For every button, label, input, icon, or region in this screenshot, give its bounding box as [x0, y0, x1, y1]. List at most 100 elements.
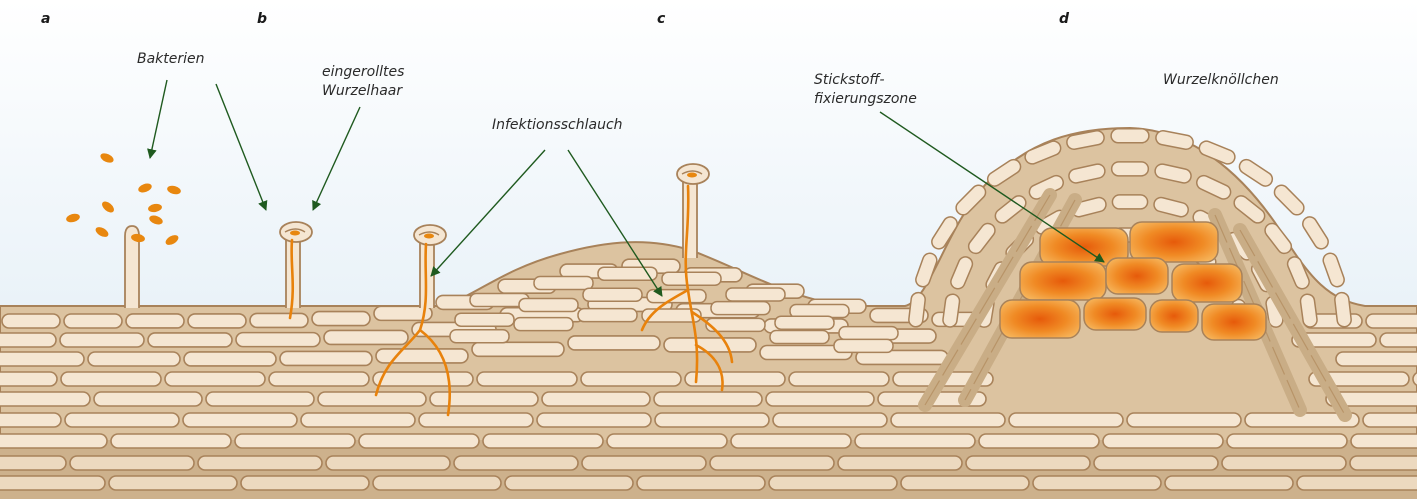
cortex-cell: [111, 434, 231, 448]
cortex-cell: [1165, 476, 1293, 490]
fixation-cell: [1020, 262, 1106, 300]
cortex-cell: [1033, 476, 1161, 490]
cortex-cell: [537, 413, 651, 427]
cortex-cell: [514, 318, 573, 331]
panel-label-c: c: [657, 11, 665, 27]
cortex-cell: [206, 392, 314, 406]
cortex-cell: [568, 336, 660, 350]
cortex-cell: [1103, 434, 1223, 448]
cortex-cell: [359, 434, 479, 448]
cortex-cell: [61, 372, 161, 386]
cortex-cell: [839, 327, 898, 340]
cortex-cell: [70, 456, 194, 470]
cortex-cell: [1227, 434, 1347, 448]
cortex-cell: [324, 330, 408, 344]
cortex-cell: [1009, 413, 1123, 427]
cortex-cell: [966, 456, 1090, 470]
cortex-cell: [94, 392, 202, 406]
label-stickstoff-2: fixierungszone: [814, 90, 917, 109]
cortex-cell: [472, 342, 564, 356]
cortex-cell: [662, 272, 721, 285]
cortex-cell: [318, 392, 426, 406]
cortex-cell: [1127, 413, 1241, 427]
cortex-cell: [834, 339, 893, 352]
cortex-cell: [1351, 434, 1417, 448]
cortex-cell: [1297, 476, 1417, 490]
cortex-cell: [1094, 456, 1218, 470]
cortex-cell: [901, 476, 1029, 490]
cortex-cell: [789, 372, 889, 386]
fixation-cell: [1150, 300, 1198, 332]
cortex-cell: [0, 413, 61, 427]
cortex-cell: [581, 372, 681, 386]
cortex-cell: [1350, 456, 1417, 470]
cortex-cell: [419, 413, 533, 427]
cortex-cell: [711, 302, 770, 315]
cortex-cell: [979, 434, 1099, 448]
cortex-cell: [505, 476, 633, 490]
cortex-cell: [165, 372, 265, 386]
cortex-cell: [65, 413, 179, 427]
fixation-cell: [1084, 298, 1146, 330]
cortex-cell: [769, 476, 897, 490]
cortex-cell: [542, 392, 650, 406]
fixation-cell: [1106, 258, 1168, 294]
cortex-cell: [519, 298, 578, 311]
cortex-cell: [454, 456, 578, 470]
cortex-cell: [269, 372, 369, 386]
cortex-cell: [236, 333, 320, 347]
cortex-cell: [775, 316, 834, 329]
cortex-cell: [280, 351, 372, 365]
cortex-cell: [64, 314, 122, 328]
cortex-cell: [0, 434, 107, 448]
cortex-cell: [1366, 314, 1417, 328]
label-eingerolltes-2: Wurzelhaar: [322, 82, 402, 101]
cortex-cell: [0, 333, 56, 347]
cortex-cell: [607, 434, 727, 448]
cortex-cell: [88, 352, 180, 366]
cortex-cell: [235, 434, 355, 448]
cortex-cell: [1380, 333, 1417, 347]
cortex-cell: [582, 456, 706, 470]
cortex-cell: [1222, 456, 1346, 470]
fixation-cell: [1172, 264, 1242, 302]
label-bakterien: Bakterien: [137, 50, 205, 69]
cortex-cell: [534, 276, 593, 289]
cortex-cell: [0, 392, 90, 406]
cortex-cell: [109, 476, 237, 490]
cortex-cell: [430, 392, 538, 406]
cortex-cell: [0, 456, 66, 470]
panel-label-a: a: [41, 11, 50, 27]
panel-label-b: b: [257, 11, 267, 27]
nodule-cell: [1112, 162, 1149, 176]
cortex-cell: [637, 476, 765, 490]
cortex-cell: [770, 330, 829, 343]
cortex-cell: [838, 456, 962, 470]
cortex-cell: [477, 372, 577, 386]
cortex-cell: [450, 330, 509, 343]
nodule-cell: [1111, 129, 1149, 143]
cortex-cell: [312, 312, 370, 326]
cortex-cell: [60, 333, 144, 347]
cortex-cell: [773, 413, 887, 427]
label-infektionsschlauch: Infektionsschlauch: [492, 116, 623, 135]
cortex-cell: [126, 314, 184, 328]
cortex-cell: [198, 456, 322, 470]
cortex-cell: [483, 434, 603, 448]
cortex-cell: [710, 456, 834, 470]
cortex-cell: [373, 372, 473, 386]
cortex-cell: [326, 456, 450, 470]
cortex-cell: [891, 413, 1005, 427]
cortex-cell: [655, 413, 769, 427]
label-stickstoff-1: Stickstoff-: [814, 71, 885, 90]
cortex-cell: [188, 314, 246, 328]
cortex-cell: [583, 288, 642, 301]
fixation-cell: [1130, 222, 1218, 262]
fixation-cell: [1202, 304, 1266, 340]
label-eingerolltes-1: eingerolltes: [322, 63, 404, 82]
cortex-cell: [0, 352, 84, 366]
cortex-cell: [664, 338, 756, 352]
cortex-cell: [726, 288, 785, 301]
cortex-cell: [1336, 352, 1417, 366]
cortex-cell: [0, 372, 57, 386]
